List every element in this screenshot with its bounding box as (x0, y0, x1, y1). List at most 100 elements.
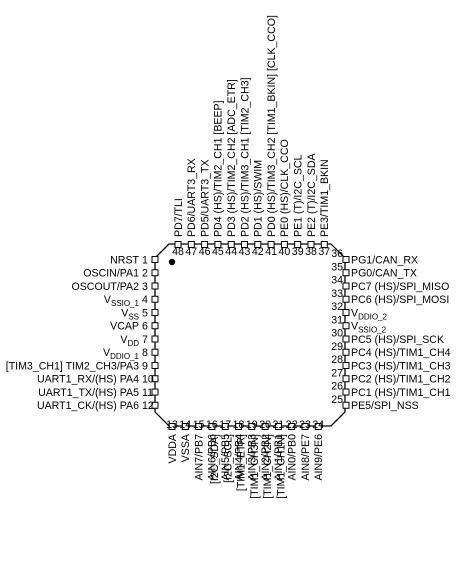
pin-label: AIN1/PB1 (273, 434, 285, 481)
pin-label: [TIM1_ETR] (236, 434, 248, 491)
pin-pad (307, 241, 315, 248)
pin-label: PD5/UART3_TX (199, 159, 211, 237)
pin-pad (151, 282, 159, 290)
pin-label-subscript: DDIO_2 (358, 312, 387, 321)
pin-pad (174, 241, 182, 248)
pin-label-subscript: DDIO_1 (110, 352, 139, 361)
pin-number: 9 (142, 360, 148, 372)
pin-label: VDDIO_1 (103, 347, 140, 361)
pin-pad (280, 241, 288, 248)
pin-number: 36 (331, 248, 343, 260)
pin-number: 26 (331, 381, 343, 393)
pin-label-main: OSCOUT/PA2 (72, 281, 140, 293)
pin-pad (267, 241, 275, 248)
bottom-pin-group: 13VDDA14VSSA15AIN7/PB716AIN6/PB617AIN5/P… (166, 419, 325, 499)
pin-label: PD4 (HS)/TIM2_CH1 [BEEP] (213, 100, 225, 237)
pin-pad (151, 335, 159, 343)
pin-label: AIN9/PE6 (313, 434, 325, 481)
pin-label: PD6/UART3_RX (186, 158, 198, 237)
pin-pad (151, 348, 159, 356)
pin-pad (151, 256, 159, 263)
pin-label: PC1 (HS)/TIM1_CH1 (351, 387, 451, 399)
pin-label-main: UART1_RX/(HS) PA4 (37, 374, 139, 386)
pin-label: PD3 (HS)/TIM2_CH2 [ADC_ETR] (226, 79, 238, 237)
pin-number: 34 (331, 275, 343, 287)
pin-number: 5 (142, 307, 148, 319)
pin-label: AIN2/PB2 (260, 434, 272, 481)
pin-pad (221, 423, 229, 430)
pin-pad (201, 241, 209, 248)
pin-label: UART1_RX/(HS) PA4 (37, 374, 139, 386)
pin-label: VSSIO_2 (351, 321, 387, 335)
pin-pad (274, 423, 282, 430)
pin-pad (151, 295, 159, 303)
pin-label-main: PC1 (HS)/TIM1_CH1 (351, 387, 451, 399)
pin-pad (151, 388, 159, 396)
pin-pad (181, 423, 189, 430)
pin-label: OSCIN/PA1 (83, 268, 139, 280)
left-pin-group: 1NRST2OSCIN/PA13OSCOUT/PA24VSSIO_15VSS6V… (6, 254, 159, 412)
pin-pad (254, 241, 262, 248)
pin-number: 23 (299, 419, 311, 431)
pin-label-main: PC4 (HS)/TIM1_CH4 (351, 347, 451, 359)
pin-pad (342, 348, 350, 356)
pin-number: 12 (142, 400, 154, 412)
pin-number: 15 (193, 419, 205, 431)
pin-label-main: PC5 (HS)/SPI_SCK (351, 334, 444, 346)
pin-label-main: V (120, 334, 128, 346)
pin-label-main: UART1_TX/(HS) PA5 (38, 387, 139, 399)
pin-label: UART1_CK/(HS) PA6 (37, 400, 139, 412)
pin-label: AIN4/PB4 (233, 434, 245, 481)
pin-label: PC6 (HS)/SPI_MOSI (351, 294, 449, 306)
pin-label-main: V (121, 307, 129, 319)
pin-number: 40 (279, 246, 291, 258)
pin-label: [TIM1_CH2N] (262, 434, 274, 499)
pin-label: PD7/TLI (173, 198, 185, 237)
pin-pad (314, 423, 322, 430)
pin-pad (208, 423, 216, 430)
pin-number: 1 (142, 254, 148, 266)
pin-number: 38 (305, 246, 317, 258)
pin-label-main: PG0/CAN_TX (351, 268, 417, 280)
pin-number: 27 (331, 367, 343, 379)
pin-number: 29 (331, 341, 343, 353)
pin-label-main: V (351, 307, 359, 319)
pin-label: PG0/CAN_TX (351, 268, 417, 280)
pin-label: VSSIO_1 (104, 294, 140, 308)
pin-number: 30 (331, 328, 343, 340)
pin-number: 35 (331, 261, 343, 273)
pin-label-main: [TIM3_CH1] TIM2_CH3/PA3 (6, 360, 139, 372)
pin-label: PD0 (HS)/TIM3_CH2 [TIM1_BKIN] [CLK_CCO] (266, 15, 278, 237)
pin-pad (151, 375, 159, 383)
pin-label-main: OSCIN/PA1 (83, 268, 139, 280)
pin-label: PC7 (HS)/SPI_MISO (351, 281, 449, 293)
pin-pad (301, 423, 309, 430)
pin-label-main: PC2 (HS)/TIM1_CH2 (351, 374, 451, 386)
pin-number: 8 (142, 347, 148, 359)
pin-pad (342, 256, 350, 263)
pin-number: 20 (259, 419, 271, 431)
pin-pad (261, 423, 269, 430)
pin-label-main: V (351, 321, 359, 333)
pin-number: 21 (273, 419, 285, 431)
pin-label: PG1/CAN_RX (351, 254, 418, 266)
pin-label-main: V (104, 294, 112, 306)
pin-pad (235, 423, 242, 430)
pin-label: UART1_TX/(HS) PA5 (38, 387, 139, 399)
pin-number: 4 (142, 294, 148, 306)
pin-pad (214, 241, 222, 248)
pin-label: AIN3/PB3 (247, 434, 259, 481)
pin-label: VDD (120, 334, 139, 348)
pin-label: PC2 (HS)/TIM1_CH2 (351, 374, 451, 386)
pin-number: 33 (331, 288, 343, 300)
pin-label-main: PC7 (HS)/SPI_MISO (351, 281, 449, 293)
pin-pad (320, 241, 328, 248)
pin-label: OSCOUT/PA2 (72, 281, 140, 293)
pin-pad (151, 401, 159, 409)
pin-label: PE0 (HS)/CLK_CCO (279, 139, 291, 237)
pin-number: 39 (292, 246, 304, 258)
pin-number: 7 (142, 334, 148, 346)
pin-pad (168, 423, 176, 430)
